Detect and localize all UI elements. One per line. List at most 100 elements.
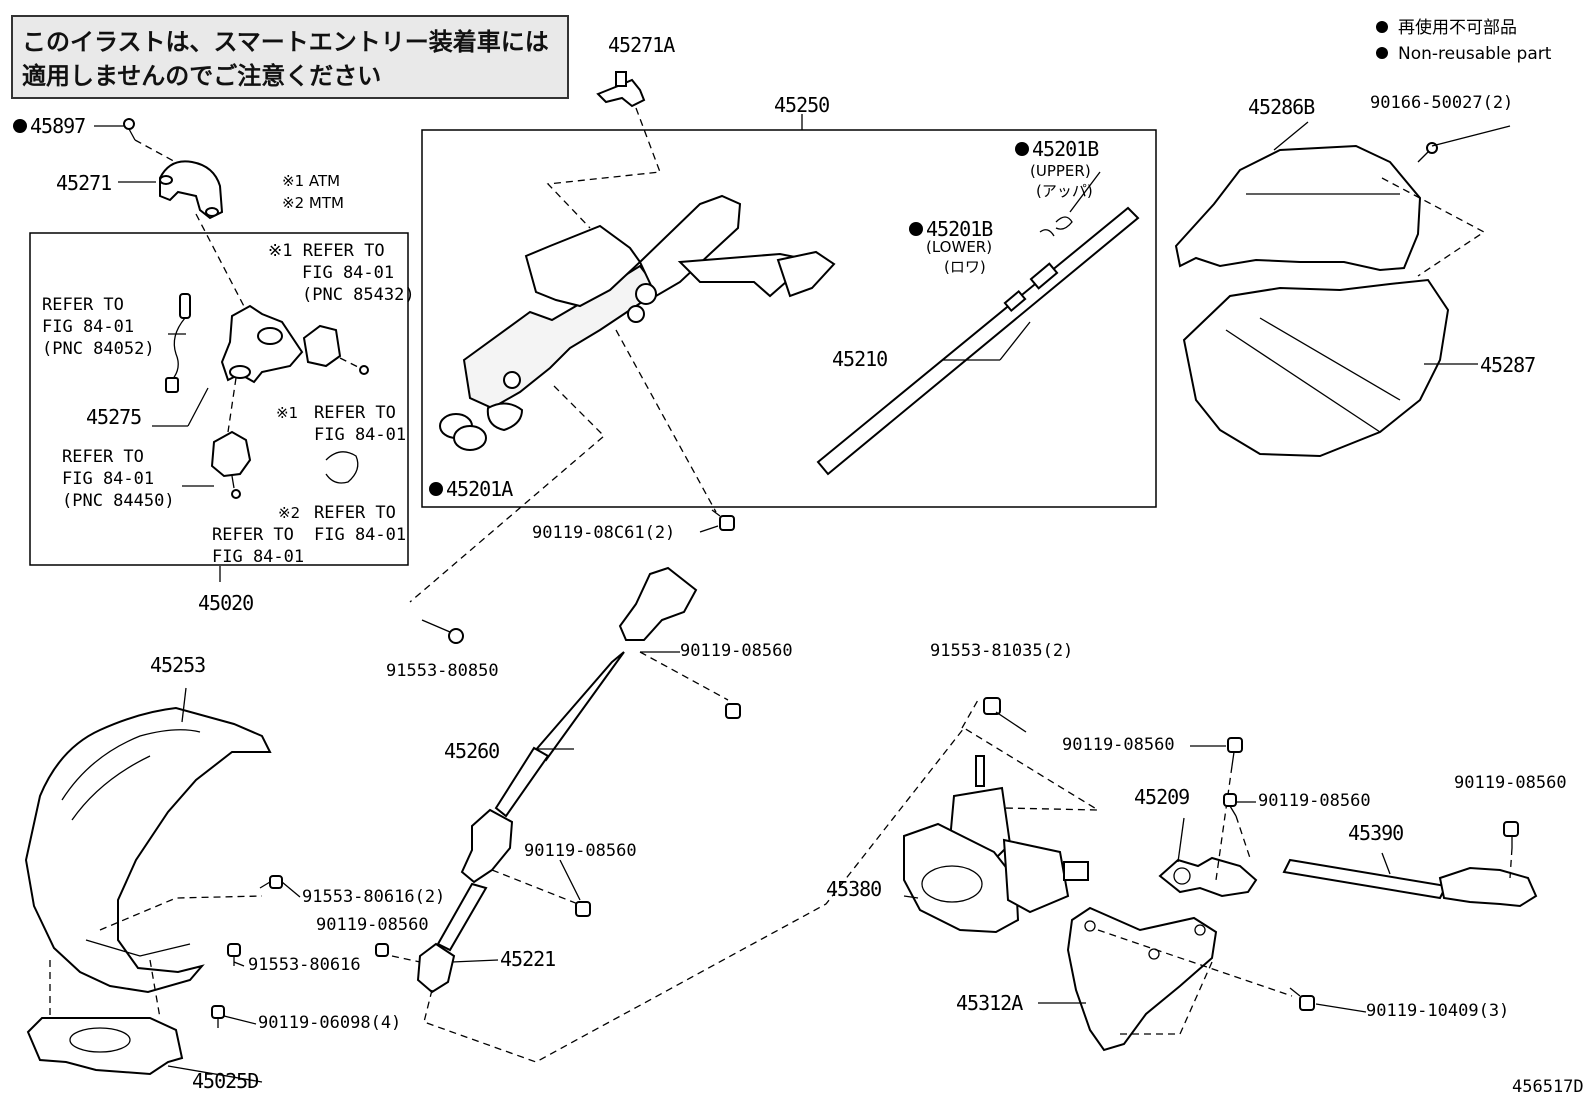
part-45253-column-cover (24, 706, 272, 994)
part-45897-bolt (123, 118, 136, 141)
part-45380-gear-box (903, 755, 1089, 934)
mark-1: ※1 (276, 404, 298, 422)
label-upper-en: (UPPER) (1030, 162, 1091, 180)
part-90119-10409-bolt (1289, 987, 1315, 1011)
label-lower-jp: (ロワ) (944, 258, 986, 276)
legend: 再使用不可部品 Non-reusable part (1376, 17, 1552, 64)
part-harness-84052 (165, 293, 191, 393)
part-45221-joint (416, 882, 488, 994)
part-91553-81035-bolt (983, 697, 1027, 733)
part-45390-shaft (1282, 858, 1538, 908)
refer-5-line-1: REFER TO (212, 525, 294, 545)
notice-box: このイラストは、スマートエントリー装着車には 適用しませんのでご注意ください (11, 15, 569, 99)
label-90119-08560-b: 90119-08560 (1062, 735, 1175, 755)
part-45271A-bracket (596, 71, 646, 108)
non-reusable-dot-icon (429, 482, 443, 496)
part-84450 (210, 430, 252, 499)
note-atm: ※1 ATM (282, 172, 340, 190)
label-90166: 90166-50027(2) (1370, 93, 1513, 113)
label-45210: 45210 (832, 347, 887, 371)
mark-2: ※2 (278, 504, 300, 522)
part-91553-80616-bolt-2 (259, 875, 283, 889)
part-85432 (302, 324, 369, 375)
notice-line-2: 適用しませんのでご注意ください (22, 62, 381, 90)
label-90119-08560-e: 90119-08560 (1454, 773, 1567, 793)
label-90119-08560-c: 90119-08560 (1258, 791, 1371, 811)
part-45286B-upper-cover (1174, 144, 1422, 272)
label-45286B: 45286B (1248, 95, 1315, 119)
assembly-45250-box (421, 129, 1157, 508)
label-45897: 45897 (30, 114, 85, 138)
part-45209-joint (1158, 856, 1258, 898)
refer-6-line-1: REFER TO (314, 503, 396, 523)
refer-6-line-2: FIG 84-01 (314, 525, 406, 545)
label-45250: 45250 (774, 93, 829, 117)
label-90119-08560-d: 90119-08560 (524, 841, 637, 861)
label-90119-06098: 90119-06098(4) (258, 1013, 401, 1033)
label-91553-81035: 91553-81035(2) (930, 641, 1073, 661)
refer-4-line-1: REFER TO (62, 447, 144, 467)
part-90166-screw (1417, 142, 1438, 163)
label-45260: 45260 (444, 739, 499, 763)
legend-jp: 再使用不可部品 (1398, 17, 1517, 38)
notice-line-1: このイラストは、スマートエントリー装着車には (22, 28, 549, 56)
part-90119-08560-small (375, 943, 389, 957)
part-90119-08560-bolt-c (1223, 793, 1237, 817)
label-45201B-lower: 45201B (926, 217, 993, 241)
non-reusable-dot-icon (1376, 21, 1388, 33)
label-45312A: 45312A (956, 991, 1023, 1015)
label-45271: 45271 (56, 171, 111, 195)
refer-3-line-2: FIG 84-01 (314, 425, 406, 445)
label-45201B-upper: 45201B (1032, 137, 1099, 161)
label-45271A: 45271A (608, 33, 675, 57)
label-91553-80850: 91553-80850 (386, 661, 499, 681)
refer-2-line-3: (PNC 84052) (42, 339, 155, 359)
label-91553-80616: 91553-80616 (248, 955, 361, 975)
label-upper-jp: (アッパ) (1036, 182, 1093, 200)
label-90119-08C61: 90119-08C61(2) (532, 523, 675, 543)
label-45020: 45020 (198, 591, 253, 615)
part-45271-clamp (159, 160, 224, 220)
part-45260-intermediate-shaft (460, 566, 698, 884)
label-45221: 45221 (500, 947, 555, 971)
label-90119-08560-f: 90119-08560 (316, 915, 429, 935)
part-45275-switch (220, 304, 304, 384)
label-90119-08560-a: 90119-08560 (680, 641, 793, 661)
assembly-45020-box (29, 232, 409, 566)
non-reusable-dot-icon (1015, 142, 1029, 156)
non-reusable-dot-icon (909, 222, 923, 236)
part-90119-06098-bolt (211, 1005, 225, 1028)
part-45025D-plate (26, 1017, 184, 1076)
part-91553-80850-bolt (421, 619, 464, 644)
refer-2-line-2: FIG 84-01 (42, 317, 134, 337)
label-45380: 45380 (826, 877, 881, 901)
label-45201A: 45201A (446, 477, 513, 501)
label-45253: 45253 (150, 653, 205, 677)
refer-1-line-1: ※1 REFER TO (268, 241, 385, 261)
part-90119-08560-bolt-a (725, 703, 741, 719)
figure-code: 456517D (1512, 1077, 1584, 1097)
part-90119-08560-bolt-f (575, 901, 591, 917)
part-45312A-bracket (1066, 906, 1218, 1052)
part-45250-column (462, 194, 836, 432)
part-91553-80616-bolt (227, 943, 241, 966)
part-90119-08560-bolt-b (1227, 737, 1243, 767)
label-45025D: 45025D (192, 1069, 258, 1093)
part-45287-lower-cover (1182, 278, 1450, 458)
label-45209: 45209 (1134, 785, 1189, 809)
label-91553-80616-2: 91553-80616(2) (302, 887, 445, 907)
non-reusable-dot-icon (1376, 47, 1388, 59)
note-mtm: ※2 MTM (282, 194, 344, 212)
non-reusable-dot-icon (13, 119, 27, 133)
label-lower-en: (LOWER) (926, 238, 992, 256)
label-45287: 45287 (1480, 353, 1535, 377)
label-45390: 45390 (1348, 821, 1403, 845)
part-90119-08C61-bolt (711, 509, 735, 531)
part-45201B-clips (1039, 216, 1073, 237)
refer-1-line-2: FIG 84-01 (302, 263, 394, 283)
part-90119-08560-bolt-e (1503, 821, 1519, 848)
refer-2-line-1: REFER TO (42, 295, 124, 315)
refer-5-line-2: FIG 84-01 (212, 547, 304, 567)
part-45210-shaft (816, 206, 1140, 476)
legend-en: Non-reusable part (1398, 44, 1552, 64)
